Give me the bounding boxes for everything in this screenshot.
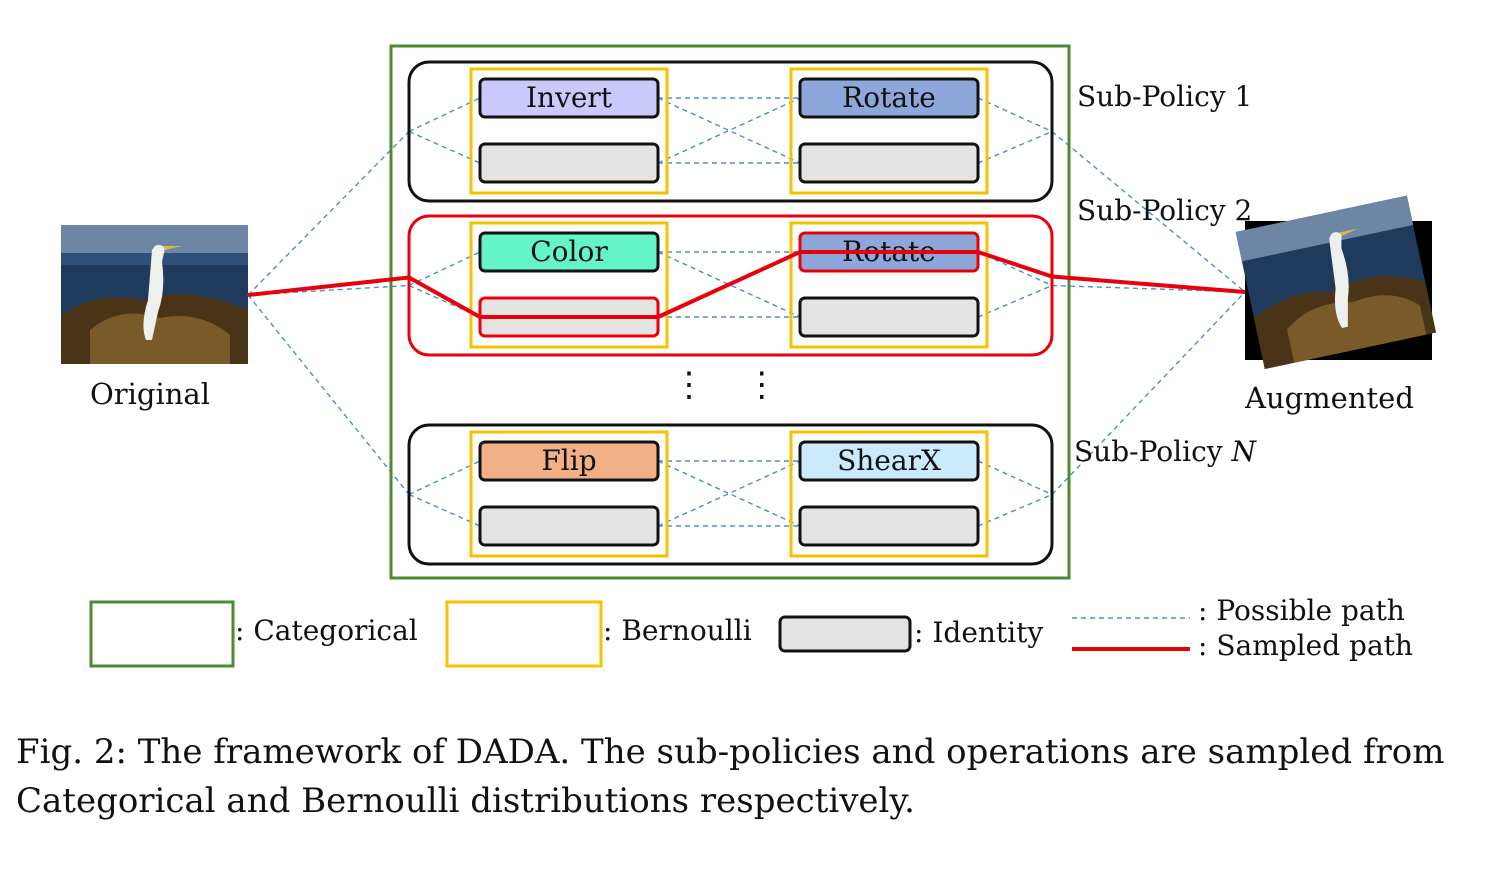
legend-bernoulli-label: : Bernoulli [603, 614, 752, 647]
op-shearx-box [798, 440, 980, 482]
possible-path-segment [408, 251, 481, 287]
subpolicy-1-label: Sub-Policy 1 [1077, 80, 1253, 113]
identity-box [798, 142, 980, 184]
identity-box [798, 296, 980, 338]
original-image [61, 225, 248, 364]
possible-path-segment [657, 251, 801, 318]
legend-identity-swatch [778, 615, 912, 653]
op-rotate-box [798, 77, 980, 119]
legend-sampled-path-label: : Sampled path [1198, 629, 1413, 662]
op-label: ShearX [837, 444, 941, 477]
possible-path-segment [1051, 130, 1246, 293]
possible-path-segment [977, 493, 1053, 527]
legend-categorical-swatch [89, 600, 235, 668]
possible-path-segment [977, 97, 1053, 133]
op-label: Rotate [842, 81, 936, 114]
bernoulli-box [789, 430, 989, 558]
possible-path-segment [657, 460, 801, 527]
op-flip-box [478, 440, 660, 482]
possible-path-segment [977, 460, 1053, 496]
legend [89, 600, 1190, 668]
subpolicy-frame [407, 423, 1054, 566]
subpolicy-frame [407, 214, 1054, 357]
subpolicy-n-prefix: Sub-Policy [1074, 435, 1232, 468]
op-color-box [478, 231, 660, 273]
categorical-box [389, 44, 1071, 580]
bernoulli-box [469, 430, 669, 558]
op-label: Color [530, 235, 608, 268]
identity-box [798, 505, 980, 547]
possible-path-segment [247, 294, 410, 495]
legend-categorical-label: : Categorical [235, 614, 418, 647]
ellipsis: ⋮ ⋮ [672, 365, 793, 405]
op-invert-box [478, 77, 660, 119]
original-label: Original [90, 377, 210, 411]
legend-bernoulli-swatch [445, 600, 603, 668]
possible-path-segment [408, 97, 481, 133]
op-label: Invert [526, 81, 613, 114]
op-label: Flip [541, 444, 596, 477]
possible-path-segment [1051, 291, 1246, 495]
possible-path-segment [247, 131, 410, 296]
possible-paths [247, 97, 1246, 527]
possible-path-segment [408, 493, 481, 527]
possible-path-segment [657, 460, 801, 527]
subpolicy-n-label: Sub-Policy N [1074, 438, 1256, 466]
possible-path-segment [977, 130, 1053, 164]
figure-caption: Fig. 2: The framework of DADA. The sub-p… [16, 732, 1445, 821]
possible-path-segment [657, 97, 801, 164]
subpolicy-frame [407, 60, 1054, 203]
bernoulli-box [469, 67, 669, 195]
bernoulli-box [789, 221, 989, 349]
augmented-image [1235, 195, 1436, 369]
legend-identity-label: : Identity [914, 616, 1044, 649]
subpolicy-block-3: Flip ShearX [407, 423, 1054, 566]
sampled-path-line [247, 250, 1246, 319]
identity-box [478, 505, 660, 547]
bernoulli-box [469, 221, 669, 349]
bernoulli-box [789, 67, 989, 195]
subpolicy-2-label: Sub-Policy 2 [1077, 194, 1253, 227]
subpolicy-block-1: Invert Rotate [407, 60, 1054, 203]
augmented-label: Augmented [1245, 381, 1414, 415]
identity-box [478, 142, 660, 184]
sampled-path [247, 250, 1246, 319]
possible-path-segment [977, 284, 1053, 318]
possible-path-segment [408, 130, 481, 164]
possible-path-segment [657, 97, 801, 164]
possible-path-segment [408, 460, 481, 496]
legend-possible-path-label: : Possible path [1198, 594, 1405, 627]
subpolicy-n-var: N [1231, 435, 1256, 468]
